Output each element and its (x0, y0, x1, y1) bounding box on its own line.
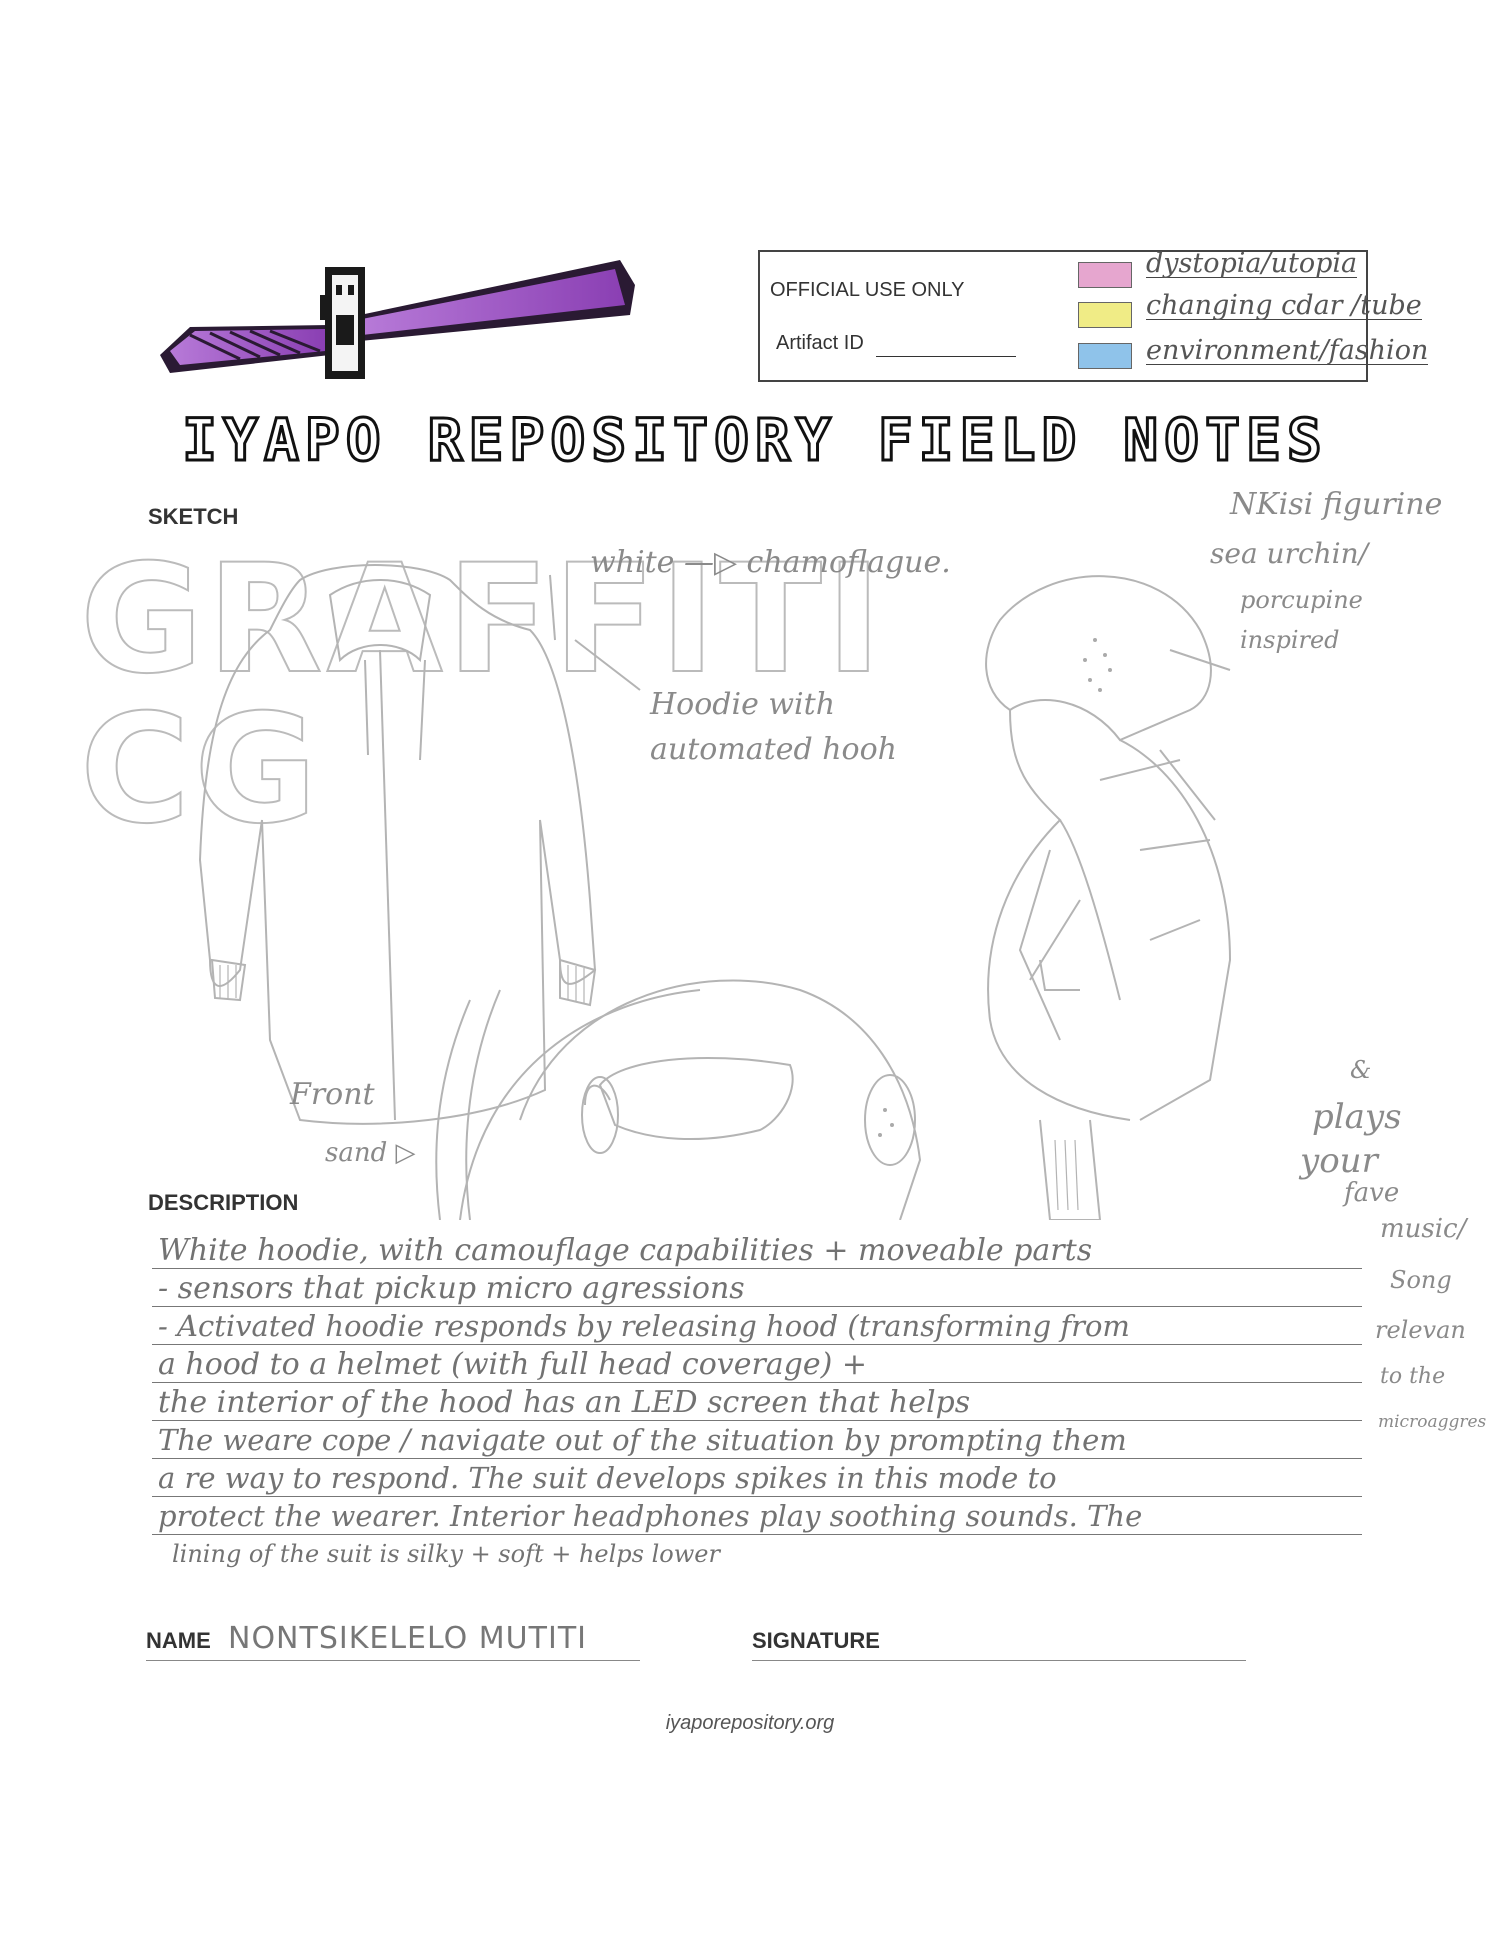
sketch-drawing (0, 520, 1500, 1220)
description-rule (152, 1534, 1362, 1535)
artifact-id-label: Artifact ID (776, 332, 864, 355)
signature-field[interactable] (752, 1660, 1246, 1661)
note-side-5: music/ (1380, 1216, 1466, 1242)
note-nkisi-3: porcupine (1240, 588, 1363, 612)
description-line: a re way to respond. The suit develops s… (158, 1464, 1057, 1493)
name-value: NONTSIKELELO MUTITI (228, 1624, 587, 1654)
description-rule (152, 1496, 1362, 1497)
description-rule (152, 1306, 1362, 1307)
note-hoodie-1: Hoodie with (650, 690, 835, 720)
name-label: NAME (146, 1628, 211, 1654)
description-rule (152, 1268, 1362, 1269)
note-front: Front (290, 1080, 375, 1110)
note-side-2: plays (1312, 1100, 1402, 1134)
footer-url[interactable]: iyaporepository.org (0, 1712, 1500, 1735)
description-rule (152, 1344, 1362, 1345)
note-nkisi-2: sea urchin/ (1210, 540, 1368, 568)
description-line: White hoodie, with camouflage capabiliti… (158, 1236, 1092, 1266)
page-title: IYAPO REPOSITORY FIELD NOTES (150, 408, 1360, 472)
official-use-title: OFFICIAL USE ONLY (770, 279, 964, 302)
description-line: a hood to a helmet (with full head cover… (158, 1350, 867, 1380)
description-line: - Activated hoodie responds by releasing… (158, 1312, 1130, 1341)
description-line: lining of the suit is silky + soft + hel… (172, 1542, 720, 1566)
note-nkisi-1: NKisi figurine (1230, 490, 1442, 520)
category-swatch-blue (1078, 343, 1132, 369)
category-label-environment: environment/fashion (1146, 337, 1428, 365)
description-rule (152, 1420, 1362, 1421)
category-label-dystopia: dystopia/utopia (1146, 250, 1357, 278)
note-side-8: to the (1380, 1366, 1445, 1388)
description-rule (152, 1382, 1362, 1383)
name-rule (146, 1660, 640, 1661)
category-label-changing: changing cdar /tube (1146, 292, 1422, 320)
note-side-7: relevan (1375, 1318, 1466, 1342)
note-side-4: fave (1344, 1180, 1399, 1206)
description-line: the interior of the hood has an LED scre… (158, 1388, 970, 1418)
note-white-camo: white —▷ chamoflague. (590, 548, 951, 578)
description-label: DESCRIPTION (148, 1190, 298, 1216)
page-title-text: IYAPO REPOSITORY FIELD NOTES (150, 408, 1360, 472)
note-sand: sand ▷ (325, 1140, 416, 1166)
note-hoodie-2: automated hooh (650, 735, 897, 765)
note-side-1: & (1350, 1058, 1371, 1082)
artifact-id-field[interactable] (876, 356, 1016, 357)
description-line: The weare cope / navigate out of the sit… (158, 1426, 1127, 1455)
category-swatch-pink (1078, 262, 1132, 288)
iyapo-logo (150, 255, 640, 380)
description-line: - sensors that pickup micro agressions (158, 1274, 745, 1304)
note-side-9: microaggres (1378, 1414, 1486, 1431)
note-side-3: your (1300, 1144, 1378, 1178)
note-nkisi-4: inspired (1240, 628, 1340, 652)
description-line: protect the wearer. Interior headphones … (158, 1502, 1142, 1531)
category-swatch-yellow (1078, 302, 1132, 328)
note-side-6: Song (1390, 1268, 1452, 1292)
signature-label: SIGNATURE (752, 1628, 880, 1654)
description-rule (152, 1458, 1362, 1459)
